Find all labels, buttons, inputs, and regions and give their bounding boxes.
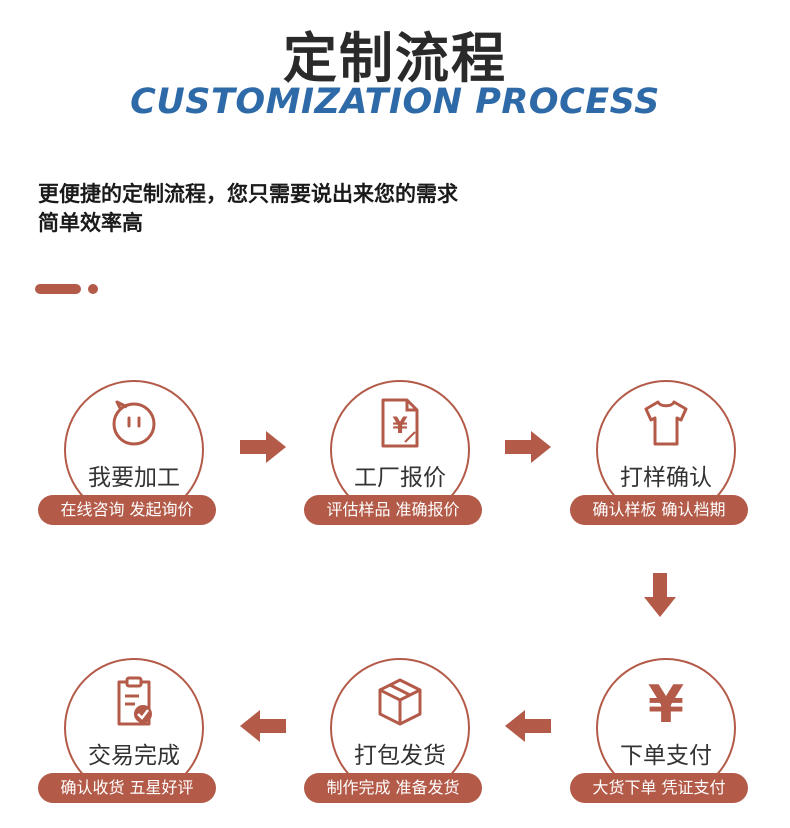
- step-caption: 制作完成 准备发货: [304, 773, 482, 803]
- intro-line-1: 更便捷的定制流程，您只需要说出来您的需求: [38, 182, 458, 206]
- page-subtitle: CUSTOMIZATION PROCESS: [130, 82, 660, 122]
- step-quote: ¥ 工厂报价 评估样品 准确报价: [304, 380, 504, 550]
- clipboard-check-icon: [109, 674, 159, 730]
- svg-text:¥: ¥: [392, 414, 408, 439]
- decor-bar: [35, 284, 81, 294]
- step-label: 交易完成: [88, 743, 180, 769]
- step-label: 工厂报价: [354, 465, 446, 491]
- arrow-left-icon: [505, 710, 551, 742]
- price-document-icon: ¥: [375, 396, 425, 452]
- chat-face-icon: [109, 396, 159, 452]
- step-label: 打包发货: [354, 743, 446, 769]
- step-caption: 确认样板 确认档期: [570, 495, 748, 525]
- arrow-right-icon: [240, 431, 286, 463]
- svg-text:¥: ¥: [648, 675, 684, 730]
- arrow-right-icon: [505, 431, 551, 463]
- arrow-down-icon: [644, 573, 676, 617]
- step-label: 我要加工: [88, 465, 180, 491]
- step-caption: 在线咨询 发起询价: [38, 495, 216, 525]
- intro-text: 更便捷的定制流程，您只需要说出来您的需求 简单效率高: [38, 180, 458, 238]
- step-payment: ¥ 下单支付 大货下单 凭证支付: [570, 658, 770, 828]
- step-label: 打样确认: [620, 465, 712, 491]
- step-caption: 评估样品 准确报价: [304, 495, 482, 525]
- step-complete: 交易完成 确认收货 五星好评: [38, 658, 238, 828]
- package-box-icon: [375, 674, 425, 730]
- intro-line-2: 简单效率高: [38, 211, 143, 235]
- step-label: 下单支付: [620, 743, 712, 769]
- tshirt-icon: [641, 396, 691, 452]
- yen-icon: ¥: [641, 674, 691, 735]
- page-title: 定制流程: [283, 27, 507, 90]
- step-caption: 大货下单 凭证支付: [570, 773, 748, 803]
- step-shipping: 打包发货 制作完成 准备发货: [304, 658, 504, 828]
- arrow-left-icon: [240, 710, 286, 742]
- step-caption: 确认收货 五星好评: [38, 773, 216, 803]
- step-inquiry: 我要加工 在线咨询 发起询价: [38, 380, 238, 550]
- decor-dot: [88, 284, 98, 294]
- step-sample: 打样确认 确认样板 确认档期: [570, 380, 770, 550]
